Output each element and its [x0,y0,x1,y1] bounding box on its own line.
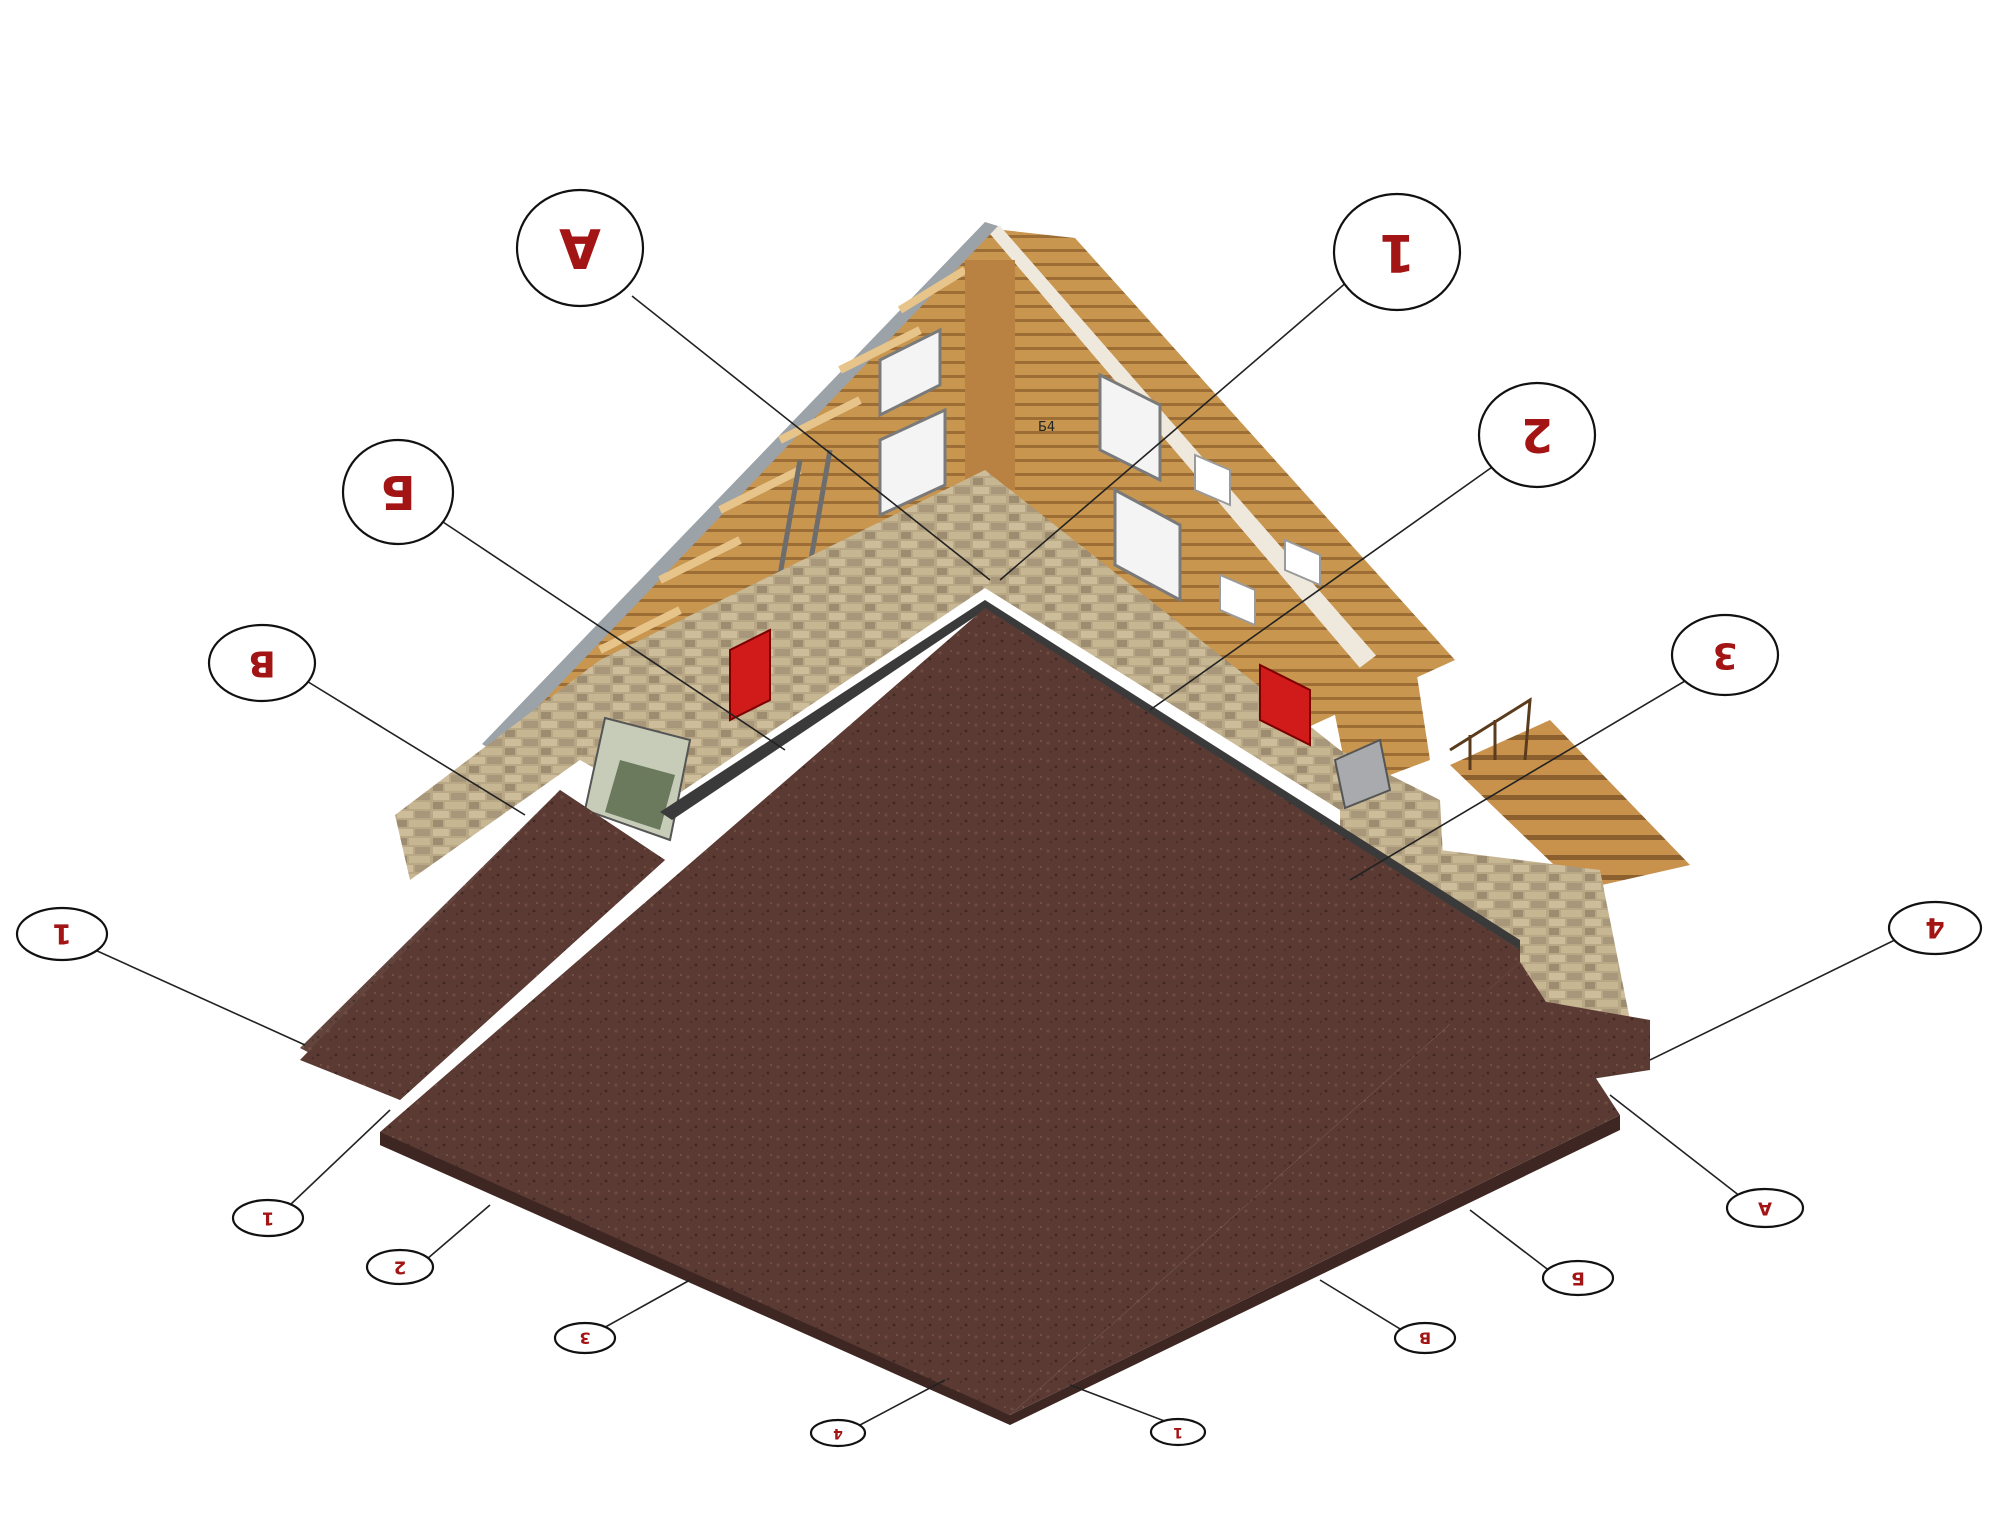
callout-3: 3 [1670,613,1780,697]
utility-unit [1333,738,1392,810]
svg-text:1: 1 [262,1208,275,1229]
callout-small-2: 2 [365,1248,435,1286]
callout-A: A [515,188,645,308]
svg-text:4: 4 [833,1425,843,1441]
callout-small-4: 4 [809,1418,867,1448]
leader-lines [94,274,1906,1426]
svg-text:Б: Б [1571,1268,1585,1289]
callout-1: 1 [1332,192,1462,312]
svg-text:4: 4 [1925,912,1944,945]
svg-text:A: A [559,217,601,280]
svg-text:Б: Б [380,465,415,519]
svg-text:1: 1 [52,918,71,951]
svg-text:2: 2 [1521,408,1553,462]
red-box-right [1259,663,1311,747]
callout-small-V: В [1393,1321,1457,1355]
svg-text:В: В [1419,1329,1431,1348]
callout-small-1b: 1 [1149,1417,1207,1447]
left-slab [300,790,665,1100]
callout-small-3: 3 [553,1321,617,1355]
svg-text:A: A [1758,1198,1772,1219]
svg-text:1: 1 [1379,222,1415,282]
callout-1-left: 1 [15,906,109,962]
svg-text:1: 1 [1173,1424,1183,1440]
callout-4: 4 [1887,900,1983,956]
svg-text:3: 3 [1712,635,1737,676]
callout-small-B: Б [1541,1259,1615,1297]
right-slab [1450,985,1650,1090]
svg-text:3: 3 [579,1329,590,1348]
wall-marker: Б4 [1038,420,1055,435]
callout-small-A: A [1725,1187,1805,1229]
red-box-left [729,628,771,722]
callout-B-upper: Б [341,438,455,546]
svg-text:В: В [248,643,275,684]
callout-small-1: 1 [231,1198,305,1238]
callout-V: В [207,623,317,703]
foundation-slab [380,608,1620,1425]
svg-text:2: 2 [394,1257,407,1278]
callout-2: 2 [1477,381,1597,489]
balcony-deck [1450,720,1690,890]
